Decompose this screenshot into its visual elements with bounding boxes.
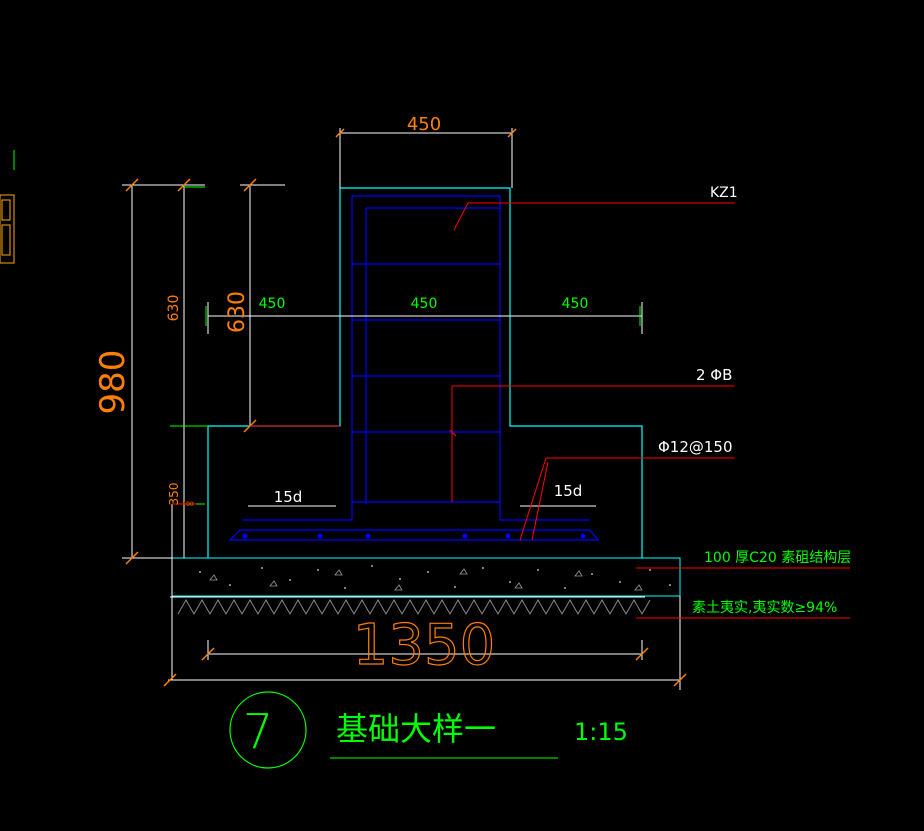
dim-small-100: 100 bbox=[182, 501, 194, 508]
cushion-layer bbox=[171, 557, 681, 597]
dim-middle-step: 450 bbox=[411, 296, 438, 312]
title-number-circle bbox=[229, 691, 307, 769]
dim-inner-height-large: 630 bbox=[225, 291, 250, 333]
label-rebar-2: 2 ΦB bbox=[696, 366, 732, 384]
dim-inner-height: 630 bbox=[166, 295, 182, 322]
label-cushion: 100 厚C20 素砠结构层 bbox=[704, 550, 851, 566]
rebar-cage bbox=[228, 195, 600, 541]
green-markers bbox=[170, 186, 641, 505]
dim-anchor-left: 15d bbox=[274, 488, 303, 506]
label-rebar-12: Φ12@150 bbox=[658, 438, 733, 456]
dim-anchor-right: 15d bbox=[554, 482, 583, 500]
dim-left-step: 450 bbox=[259, 296, 286, 312]
dimension-ticks bbox=[125, 128, 687, 687]
dim-bottom-width: 1350 bbox=[353, 613, 496, 678]
dim-right-step: 450 bbox=[562, 296, 589, 312]
dim-small-350: 350 bbox=[167, 483, 181, 506]
soil-hatch bbox=[170, 596, 651, 616]
title-name: 基础大样一 bbox=[336, 710, 496, 748]
bottom-bar-dots bbox=[242, 533, 586, 539]
dim-left-height: 980 bbox=[93, 350, 133, 415]
label-soil: 素土夷实,夷实数≥94% bbox=[692, 600, 837, 616]
label-column: KZ1 bbox=[710, 185, 738, 201]
title-number: 7 bbox=[243, 704, 274, 760]
leader-lines bbox=[172, 202, 850, 619]
title-scale: 1:15 bbox=[574, 718, 628, 746]
dimension-lines bbox=[122, 128, 681, 690]
left-edge-fragment bbox=[0, 150, 15, 264]
footing-outline bbox=[207, 187, 643, 558]
dim-top-width: 450 bbox=[407, 114, 441, 135]
